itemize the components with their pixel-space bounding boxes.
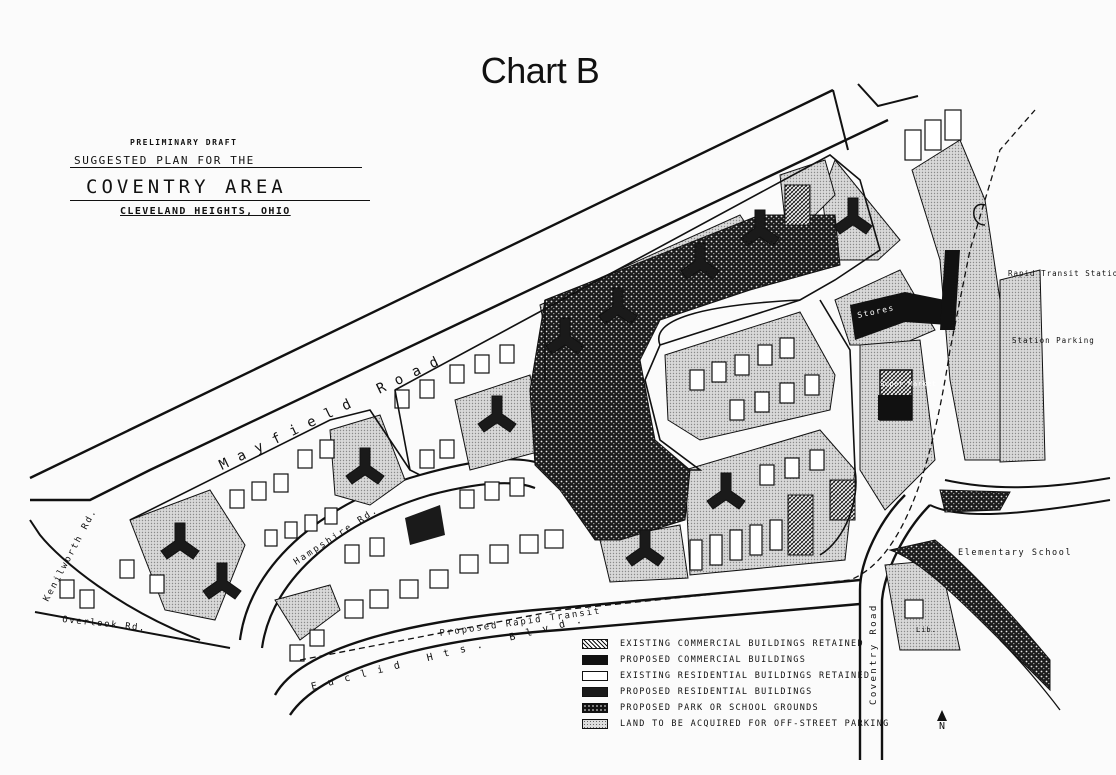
coventry-road-west-edge — [858, 494, 906, 760]
legend-item: Proposed Commercial Buildings — [582, 652, 912, 668]
parking-supermarket — [859, 339, 936, 511]
legend-item: Proposed Residential Buildings — [582, 684, 912, 700]
elementary-school-label: Elementary School — [958, 548, 1072, 558]
legend-label: Existing Residential Buildings Retained — [620, 671, 871, 681]
chart-title: Chart B — [480, 50, 600, 91]
city-name: Cleveland Heights, Ohio — [120, 206, 291, 217]
mayfield-road-north-edge — [29, 88, 834, 480]
mayfield-road-south-edge — [30, 118, 889, 502]
legend-swatch-commercial-proposed — [582, 655, 608, 665]
commercial-existing-south — [787, 494, 814, 556]
legend-swatch-residential-proposed — [582, 687, 608, 697]
title-rule-top — [70, 167, 362, 168]
overlook-road — [34, 611, 231, 649]
legend-swatch-park — [582, 703, 608, 713]
euclid-blvd-south-edge — [289, 602, 861, 716]
proposed-rapid-transit-line — [299, 109, 1036, 661]
euclid-blvd-north-edge — [273, 578, 861, 696]
overlook-road-label: Overlook Rd. — [62, 615, 147, 634]
library-label: Lib. — [916, 626, 937, 634]
area-name: Coventry Area — [86, 176, 287, 198]
legend-label: Proposed Commercial Buildings — [620, 655, 807, 665]
legend-item: Proposed Park or School Grounds — [582, 700, 912, 716]
parking-sycamore — [274, 584, 341, 641]
mayfield-road-extension — [832, 89, 849, 151]
legend-swatch-commercial-existing — [582, 639, 608, 649]
suggested-plan-label: Suggested Plan For The — [74, 154, 255, 167]
north-label: N — [938, 721, 946, 732]
north-indicator: N — [932, 710, 952, 732]
legend-label: Proposed Park or School Grounds — [620, 703, 819, 713]
legend-label: Proposed Residential Buildings — [620, 687, 813, 697]
legend-item: Land to be Acquired for Off-Street Parki… — [582, 716, 912, 732]
coventry-road-east-edge — [880, 504, 931, 760]
rapid-station-label-text: Rapid Transit Station — [1008, 269, 1116, 278]
existing-residential-buildings — [59, 109, 962, 662]
legend-label: Land to be Acquired for Off-Street Parki… — [620, 719, 890, 729]
north-arrow-icon — [937, 710, 947, 721]
legend-swatch-parking — [582, 719, 608, 729]
parking-station — [999, 269, 1046, 463]
legend-item: Existing Commercial Buildings Retained — [582, 636, 912, 652]
proposed-residential-buildings — [160, 197, 873, 600]
draft-label: Preliminary Draft — [130, 138, 238, 147]
euclid-blvd-label: Euclid Hts. Blvd. — [310, 612, 593, 693]
super-market-label: Super Market — [880, 380, 937, 388]
legend-swatch-residential-existing — [582, 671, 608, 681]
title-rule-bottom — [70, 200, 370, 201]
kenilworth-road — [29, 519, 201, 641]
station-parking-label: Station Parking — [1012, 336, 1095, 345]
coventry-road-label: Coventry Road — [869, 603, 879, 705]
stores-building — [850, 292, 948, 340]
legend-label: Existing Commercial Buildings Retained — [620, 639, 864, 649]
rapid-station-label: Rapid Transit Station — [1008, 269, 1116, 278]
commercial-existing-north — [784, 184, 811, 226]
park-central — [529, 214, 841, 541]
park-school — [888, 539, 1051, 692]
legend: Existing Commercial Buildings Retained P… — [582, 636, 912, 732]
transit-station-building — [940, 250, 960, 330]
legend-item: Existing Residential Buildings Retained — [582, 668, 912, 684]
